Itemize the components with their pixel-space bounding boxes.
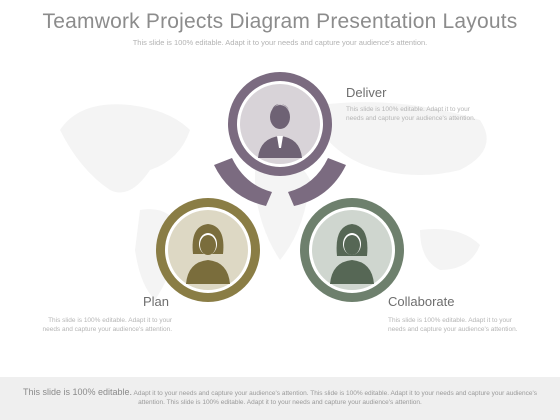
node-plan (156, 198, 260, 302)
node-collaborate (300, 198, 404, 302)
female-figure-icon (330, 224, 374, 284)
male-figure-icon (258, 104, 302, 158)
desc-deliver: This slide is 100% editable. Adapt it to… (346, 106, 476, 122)
footer-body: Adapt it to your needs and capture your … (133, 390, 537, 406)
female-figure-icon (186, 224, 230, 284)
page-subtitle: This slide is 100% editable. Adapt it to… (132, 38, 428, 47)
node-deliver (228, 72, 332, 176)
desc-plan: This slide is 100% editable. Adapt it to… (42, 317, 172, 333)
footer-text: This slide is 100% editable. Adapt it to… (10, 388, 550, 407)
label-deliver: Deliver (346, 85, 387, 100)
page-title: Teamwork Projects Diagram Presentation L… (42, 10, 518, 33)
desc-collaborate: This slide is 100% editable. Adapt it to… (388, 317, 518, 333)
footer-lead: This slide is 100% editable. (23, 387, 133, 397)
connector-arrow-right (288, 158, 346, 206)
footer-bar: This slide is 100% editable. Adapt it to… (0, 377, 560, 420)
connector-arrow-left (214, 158, 272, 206)
label-plan: Plan (143, 294, 170, 309)
label-collaborate: Collaborate (388, 294, 455, 309)
